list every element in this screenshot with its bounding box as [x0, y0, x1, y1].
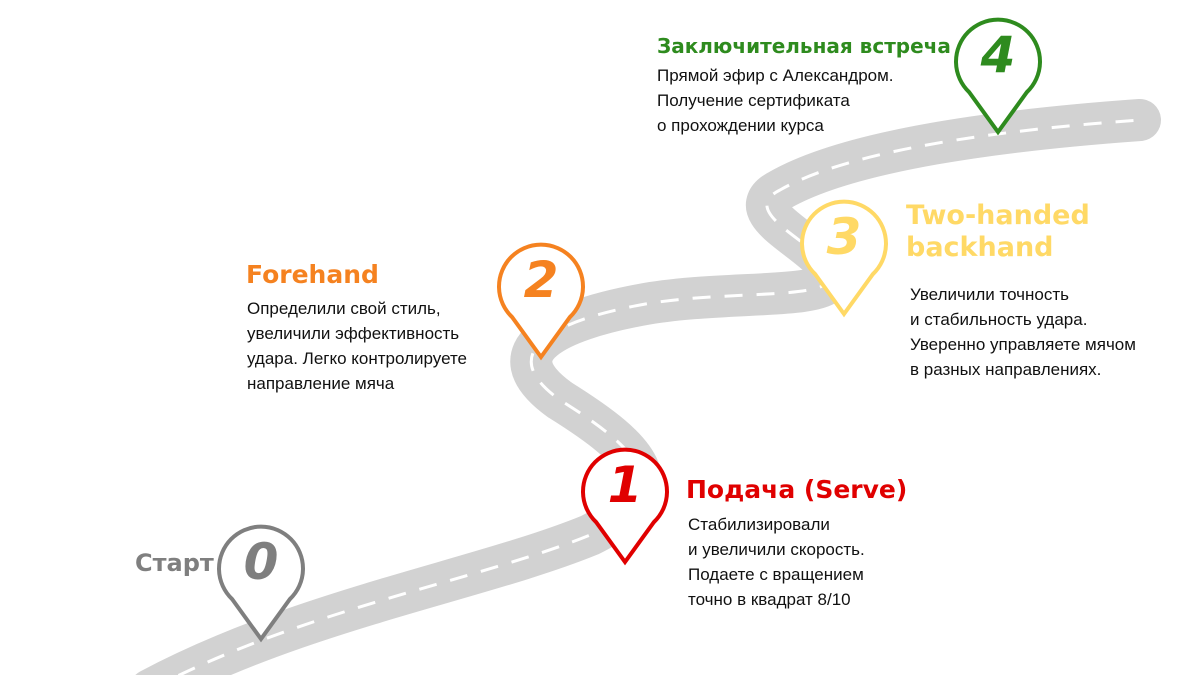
- step-3-line: и стабильность удара.: [910, 310, 1088, 329]
- map-pin-icon: [800, 199, 888, 318]
- map-pin-icon: [217, 524, 305, 643]
- step-3-line: в разных направлениях.: [910, 360, 1102, 379]
- step-4-title: Заключительная встреча: [657, 34, 951, 58]
- step-1-number: 1: [607, 456, 643, 514]
- step-4-line: Прямой эфир с Александром.: [657, 66, 894, 85]
- step-0-title: Старт: [135, 549, 214, 577]
- step-4-line: о прохождении курса: [657, 116, 824, 135]
- step-2-description: Определили свой стиль, увеличили эффекти…: [247, 296, 467, 396]
- step-1-line: Стабилизировали: [688, 515, 830, 534]
- step-0-pin-marker: 0: [216, 519, 312, 655]
- map-pin-icon: [581, 447, 669, 566]
- road-surface: [135, 99, 1161, 675]
- step-3-title: Two-handed backhand: [906, 200, 1090, 265]
- step-3-title-line: backhand: [906, 232, 1054, 264]
- step-3-title-line: Two-handed: [906, 200, 1090, 231]
- step-1-line: точно в квадрат 8/10: [688, 590, 851, 609]
- step-3-description: Увеличили точность и стабильность удара.…: [910, 282, 1136, 382]
- step-4-line: Получение сертификата: [657, 91, 850, 110]
- step-2-line: направление мяча: [247, 374, 395, 393]
- step-2-pin-marker: 2: [496, 237, 592, 373]
- step-1-line: и увеличили скорость.: [688, 540, 865, 559]
- step-2-line: увеличили эффективность: [247, 324, 460, 343]
- step-2-number: 2: [523, 251, 559, 309]
- step-0-number: 0: [243, 533, 279, 591]
- step-2-line: удара. Легко контролируете: [247, 349, 468, 368]
- step-2-title: Forehand: [246, 260, 379, 289]
- step-3-line: Уверенно управляете мячом: [910, 335, 1136, 354]
- step-2-line: Определили свой стиль,: [247, 299, 441, 318]
- step-3-line: Увеличили точность: [910, 285, 1070, 304]
- step-1-description: Стабилизировали и увеличили скорость. По…: [688, 512, 865, 612]
- step-3-pin-marker: 3: [799, 194, 895, 330]
- step-1-line: Подаете с вращением: [688, 565, 864, 584]
- step-4-pin-marker: 4: [953, 12, 1049, 148]
- step-4-number: 4: [980, 26, 1016, 84]
- map-pin-icon: [954, 17, 1042, 136]
- step-1-pin-marker: 1: [580, 442, 676, 578]
- step-1-title: Подача (Serve): [686, 475, 908, 504]
- step-4-description: Прямой эфир с Александром. Получение сер…: [657, 63, 894, 138]
- step-3-number: 3: [826, 208, 862, 266]
- map-pin-icon: [497, 242, 585, 361]
